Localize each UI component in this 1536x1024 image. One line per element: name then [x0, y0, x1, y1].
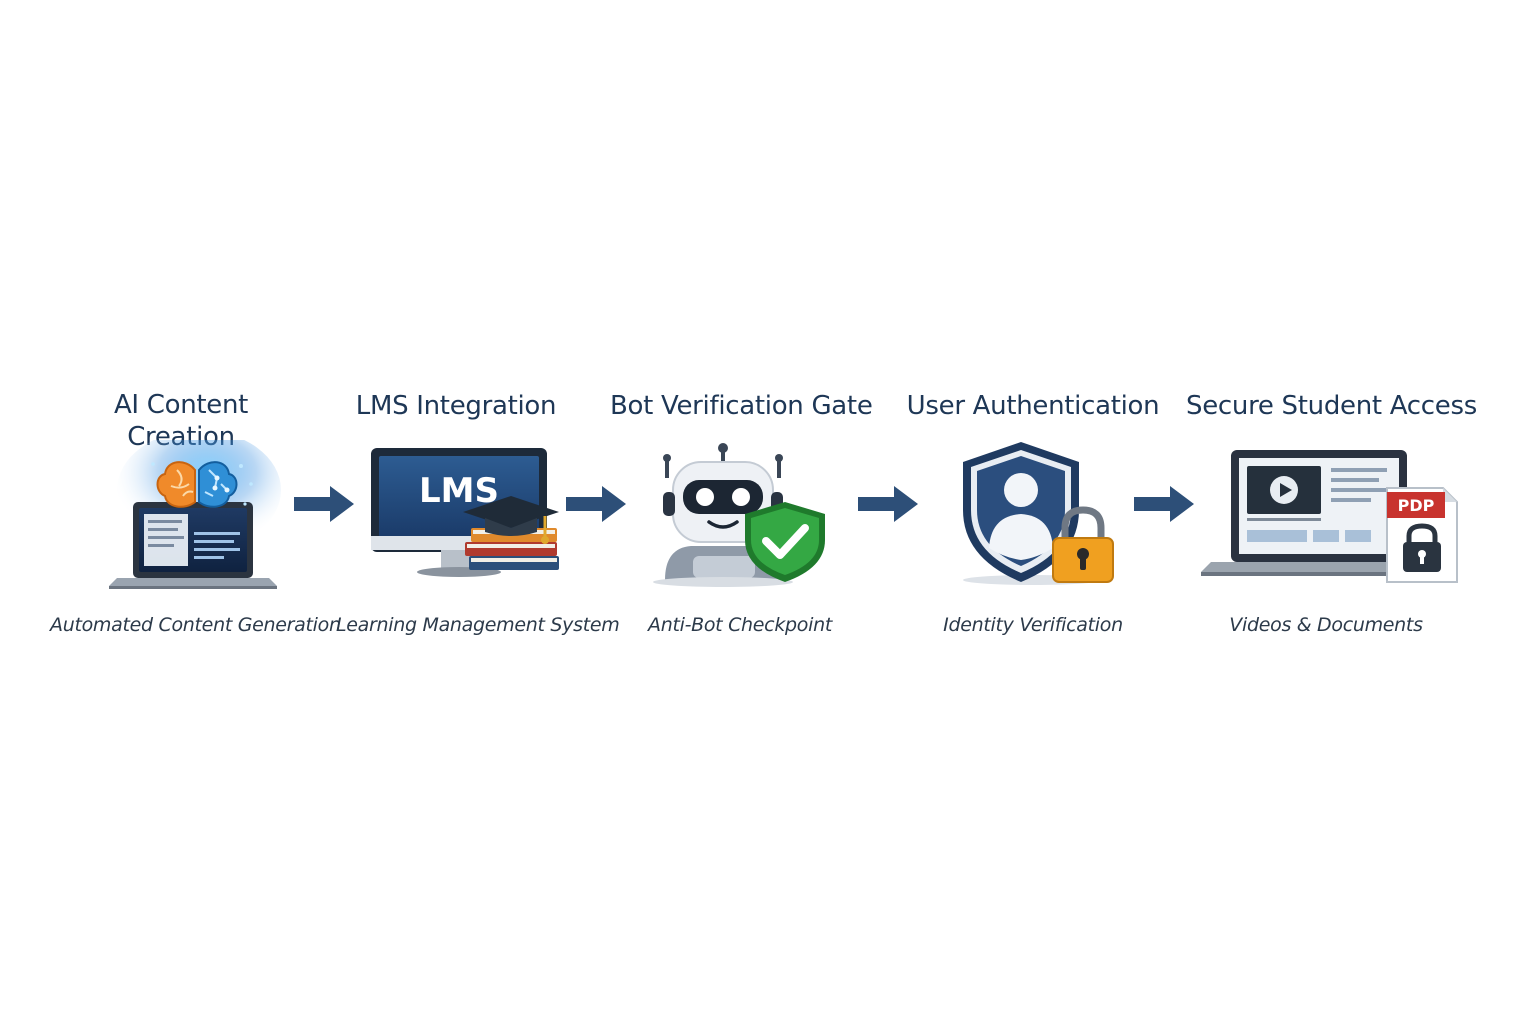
step-secure-student-access: Secure Student Access	[1186, 0, 1477, 1024]
robot-shield-check-icon	[610, 440, 870, 590]
lms-monitor-label: LMS	[419, 471, 499, 511]
step-subtitle: Learning Management System	[336, 614, 620, 636]
step-subtitle: Identity Verification	[943, 614, 1123, 636]
step-subtitle: Automated Content Generation	[50, 614, 341, 636]
arrow-right-icon	[294, 486, 354, 522]
step-bot-verification-gate: Bot Verification Gate	[610, 0, 873, 1024]
arrow-right-icon	[1134, 486, 1194, 522]
lms-monitor-icon: LMS	[336, 440, 576, 590]
ai-brain-laptop-icon	[50, 440, 312, 590]
step-lms-integration: LMS Integration LMS	[336, 0, 620, 1024]
laptop-video-pdf-lock-icon: PDP	[1186, 440, 1466, 590]
step-title: Bot Verification Gate	[610, 391, 873, 421]
step-title: User Authentication	[906, 391, 1160, 421]
pdf-label: PDP	[1398, 496, 1435, 515]
step-user-authentication: User Authentication Identity Verificatio…	[902, 0, 1164, 1024]
step-ai-content-creation: AI Content Creation	[50, 0, 341, 1024]
user-shield-lock-icon	[902, 440, 1164, 590]
step-title: LMS Integration	[355, 391, 557, 421]
step-title: Secure Student Access	[1186, 391, 1477, 421]
arrow-right-icon	[858, 486, 918, 522]
arrow-right-icon	[566, 486, 626, 522]
step-subtitle: Anti-Bot Checkpoint	[648, 614, 832, 636]
step-subtitle: Videos & Documents	[1229, 614, 1423, 636]
step-title: AI Content Creation	[113, 390, 249, 452]
